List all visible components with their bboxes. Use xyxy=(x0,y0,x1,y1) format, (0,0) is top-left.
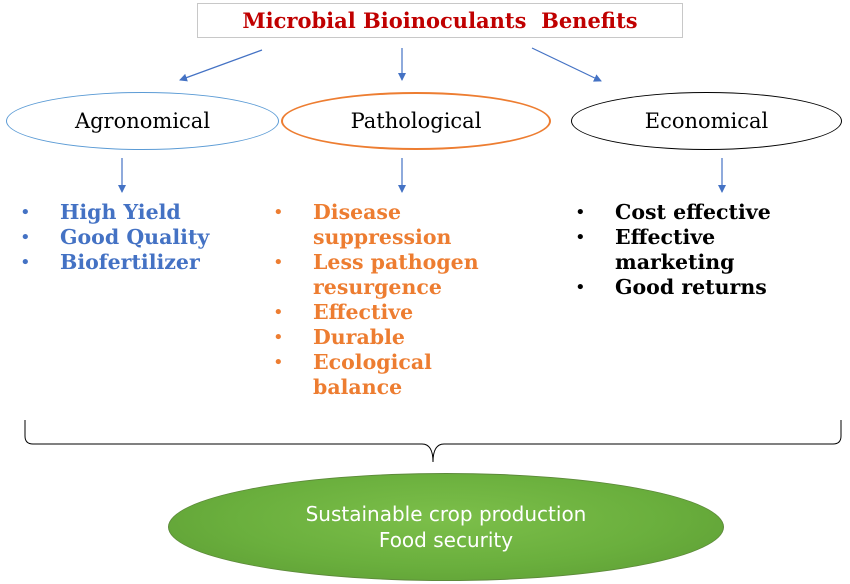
list-item: High Yield xyxy=(20,200,275,225)
list-item: Durable xyxy=(273,325,513,350)
category-pathological: Pathological xyxy=(281,92,551,150)
agronomical-benefits-list: High Yield Good Quality Biofertilizer xyxy=(20,200,275,275)
outcome-ellipse: Sustainable crop production Food securit… xyxy=(168,473,724,581)
list-item: Effective xyxy=(273,300,513,325)
list-item: Less pathogen resurgence xyxy=(273,250,513,300)
outcome-line-1: Sustainable crop production xyxy=(305,502,587,526)
economical-benefits-list: Cost effective Effective marketing Good … xyxy=(575,200,820,300)
list-item: Effective marketing xyxy=(575,225,820,275)
list-item: Disease suppression xyxy=(273,200,513,250)
category-agronomical: Agronomical xyxy=(6,92,279,150)
arrow-title-to-agronomical xyxy=(179,49,263,82)
list-item: Cost effective xyxy=(575,200,820,225)
grouping-brace xyxy=(24,420,842,463)
list-item: Good Quality xyxy=(20,225,275,250)
list-item: Ecological balance xyxy=(273,350,513,400)
pathological-benefits-list: Disease suppression Less pathogen resurg… xyxy=(273,200,513,400)
diagram-title: Microbial Bioinoculants Benefits xyxy=(197,3,683,38)
category-economical: Economical xyxy=(571,92,842,150)
list-item: Biofertilizer xyxy=(20,250,275,275)
arrow-title-to-economical xyxy=(531,47,602,82)
list-item: Good returns xyxy=(575,275,820,300)
outcome-line-2: Food security xyxy=(378,528,514,552)
